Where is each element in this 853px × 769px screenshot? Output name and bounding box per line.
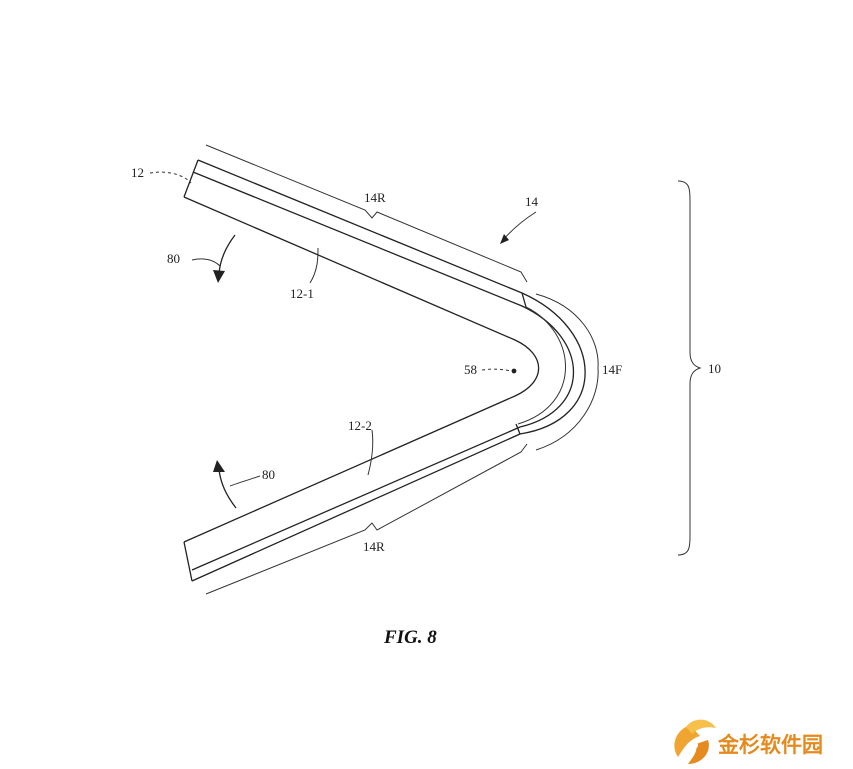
label-12-1: 12-1 [290,286,314,301]
rotation-arrowhead-bottom [213,460,225,472]
label-12-2: 12-2 [348,418,372,433]
bend-axis-point [511,368,517,374]
label-14r-top: 14R [364,190,386,205]
leader-12-2 [367,429,374,476]
label-12: 12 [131,165,144,180]
leader-12-1 [309,247,319,284]
leader-12 [149,171,192,184]
label-58: 58 [464,362,477,377]
bottom-end-cap [183,541,193,582]
braces [205,144,702,595]
label-14r-bottom: 14R [363,539,385,554]
watermark: 金杉软件园 [674,719,823,764]
display-inner-edge [183,196,540,543]
watermark-text: 金杉软件园 [717,733,823,757]
label-80-bottom: 80 [262,467,275,482]
rotation-arrowhead-top [213,270,225,283]
arrowhead-14 [500,234,509,244]
folded-device [183,159,586,582]
watermark-logo [674,719,716,764]
leader-80-bottom [229,475,261,487]
top-end-cap [183,159,199,198]
leader-58 [481,368,513,372]
label-14f: 14F [602,362,622,377]
leader-14 [502,211,537,241]
rotation-arrow-bottom [218,469,237,509]
rotation-arrows [213,234,237,509]
brace-14f [535,293,599,451]
flex-boundary-bottom [515,423,521,435]
flex-inner-arc [517,306,566,425]
rotation-arrow-top [218,234,236,275]
label-14: 14 [525,194,539,209]
brace-10 [677,180,702,556]
display-housing-interface [191,171,574,571]
leaders [149,171,537,487]
labels: 12 14R 14 80 12-1 58 14F 10 12-2 80 14R [131,165,721,554]
label-10: 10 [708,361,721,376]
leader-80-top [191,258,221,267]
brace-14r-top [205,144,528,283]
brace-14r-bottom [205,443,528,595]
flex-boundary-top [521,292,527,308]
housing-outer-edge [191,159,586,582]
figure-caption: FIG. 8 [383,627,437,648]
label-80-top: 80 [167,251,180,266]
